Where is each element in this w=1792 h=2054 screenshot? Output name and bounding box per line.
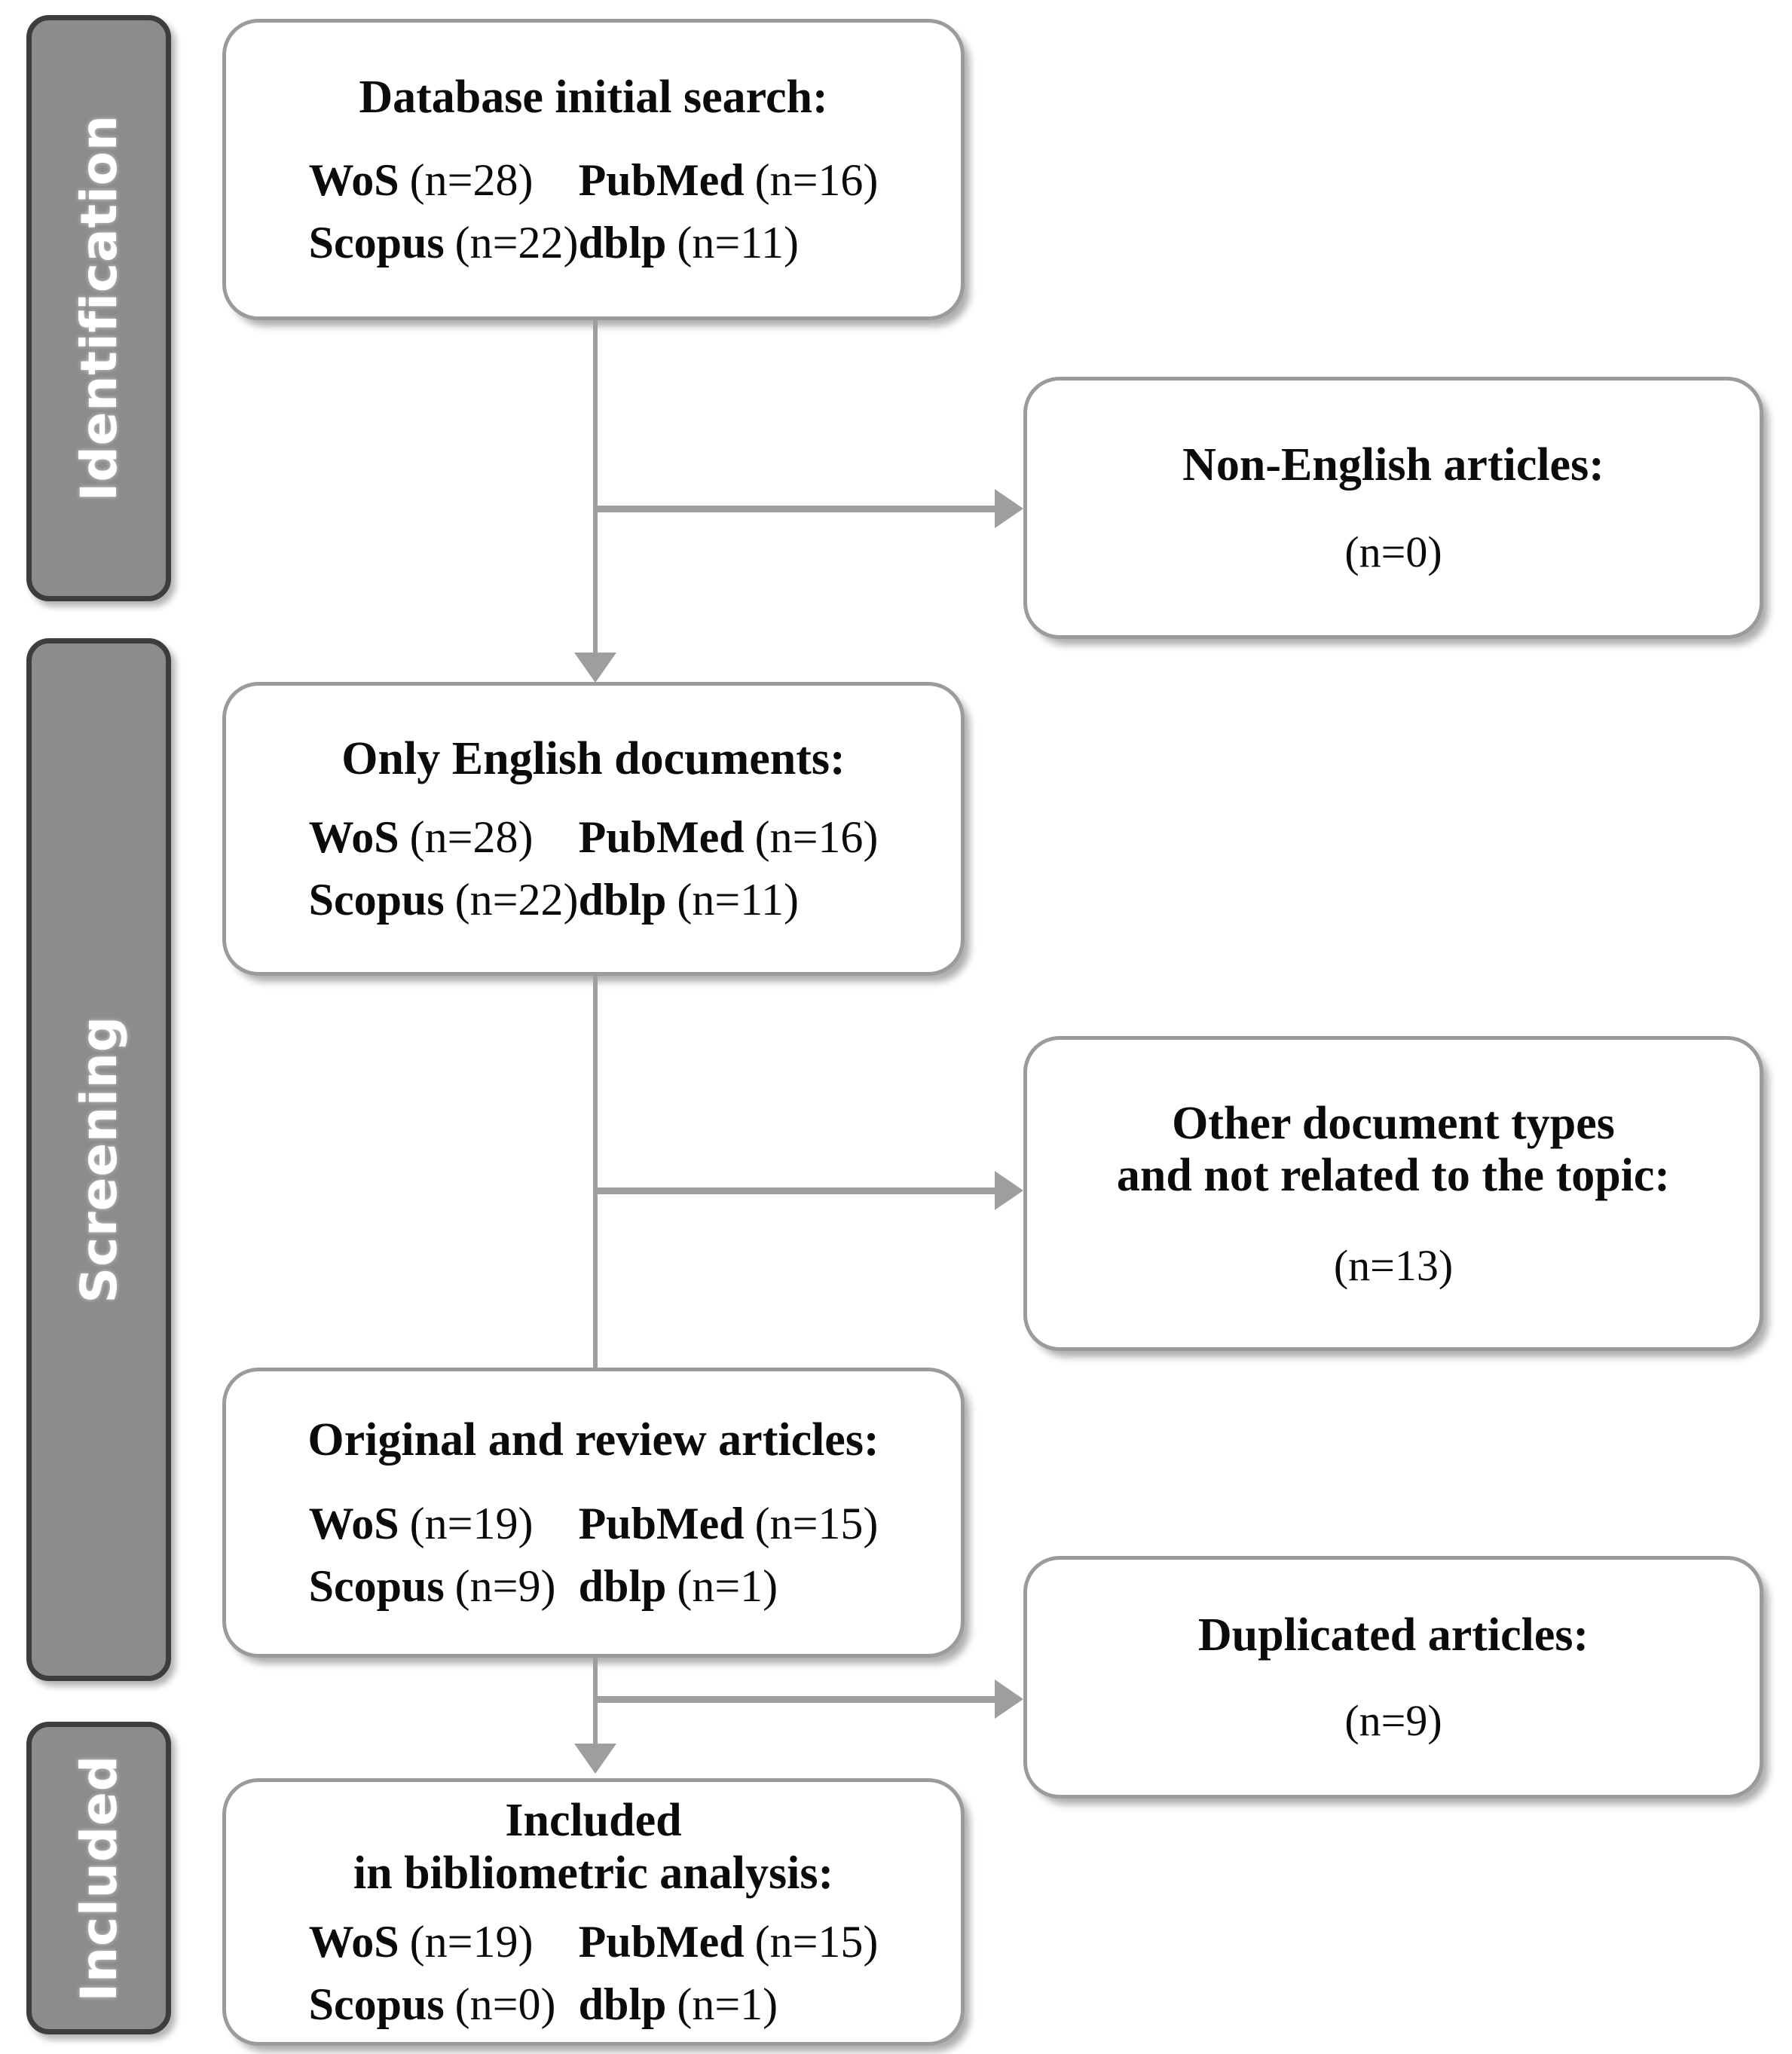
source-counts-grid: WoS (n=28) PubMed (n=16) Scopus (n=22) d… (309, 156, 879, 267)
source-name: dblp (578, 1979, 667, 2029)
source-counts-grid: WoS (n=28) PubMed (n=16) Scopus (n=22) d… (309, 813, 879, 925)
source-name: Scopus (308, 217, 445, 267)
source-scopus: Scopus (n=0) (309, 1980, 558, 2029)
box-original-and-review-articles: Original and review articles: WoS (n=19)… (222, 1368, 965, 1658)
source-name: PubMed (578, 1917, 745, 1967)
source-wos: WoS (n=28) (309, 813, 558, 862)
source-wos: WoS (n=19) (309, 1499, 558, 1548)
box-only-english-documents: Only English documents: WoS (n=28) PubMe… (222, 682, 965, 976)
box-count: (n=13) (1333, 1240, 1454, 1290)
source-count: (n=1) (677, 1561, 778, 1612)
source-name: PubMed (578, 154, 745, 205)
box-title-line-1: Included (505, 1795, 682, 1847)
source-name: WoS (308, 1917, 399, 1967)
connector-line-to-non-english (598, 506, 997, 512)
box-title: Database initial search: (359, 72, 828, 124)
box-database-initial-search: Database initial search: WoS (n=28) PubM… (222, 19, 965, 320)
box-title-line-2: in bibliometric analysis: (353, 1847, 834, 1899)
connector-line-initial-to-english (593, 320, 598, 656)
source-name: dblp (578, 217, 667, 267)
arrow-down-icon (574, 1744, 616, 1774)
box-title: Duplicated articles: (1197, 1609, 1589, 1661)
source-dblp: dblp (n=11) (578, 217, 879, 267)
stage-bar-identification: Identification (26, 15, 171, 601)
source-count: (n=9) (454, 1561, 556, 1612)
source-name: Scopus (308, 874, 445, 925)
source-count: (n=15) (754, 1917, 879, 1967)
box-other-document-types: Other document types and not related to … (1023, 1036, 1763, 1351)
connector-line-original-to-included (593, 1658, 598, 1747)
box-title: Included in bibliometric analysis: (353, 1795, 833, 1900)
box-title: Only English documents: (341, 733, 846, 785)
arrow-right-icon (995, 1171, 1023, 1210)
source-count: (n=22) (454, 874, 579, 925)
box-title: Other document types and not related to … (1117, 1098, 1670, 1203)
stage-label-included: Included (69, 1754, 128, 2002)
source-name: WoS (308, 812, 399, 862)
source-count: (n=11) (677, 217, 799, 267)
stage-label-screening: Screening (69, 1016, 128, 1304)
source-pubmed: PubMed (n=16) (579, 156, 879, 205)
box-title-line-1: Other document types (1172, 1097, 1615, 1149)
source-count: (n=28) (409, 812, 534, 862)
source-count: (n=22) (454, 217, 579, 267)
source-count: (n=19) (409, 1917, 534, 1967)
source-pubmed: PubMed (n=15) (579, 1499, 879, 1548)
source-name: PubMed (578, 812, 745, 862)
source-name: PubMed (578, 1499, 745, 1549)
source-dblp: dblp (n=1) (579, 1562, 879, 1611)
source-wos: WoS (n=19) (309, 1918, 558, 1967)
source-name: WoS (308, 1499, 399, 1549)
box-count: (n=9) (1344, 1695, 1442, 1745)
source-count: (n=28) (409, 154, 534, 205)
source-dblp: dblp (n=1) (579, 1980, 879, 2029)
source-counts-grid: WoS (n=19) PubMed (n=15) Scopus (n=0) db… (309, 1918, 879, 2029)
arrow-right-icon (995, 1680, 1023, 1719)
source-scopus: Scopus (n=9) (309, 1562, 558, 1611)
source-name: Scopus (308, 1979, 445, 2029)
arrow-right-icon (995, 489, 1023, 528)
source-scopus: Scopus (n=22) (308, 874, 579, 925)
connector-line-english-to-original (593, 976, 598, 1369)
stage-bar-screening: Screening (26, 638, 171, 1681)
source-name: WoS (308, 154, 399, 205)
source-count: (n=1) (677, 1979, 778, 2029)
box-count: (n=0) (1344, 527, 1442, 576)
stage-bar-included: Included (26, 1722, 171, 2034)
box-title-line-2: and not related to the topic: (1116, 1150, 1671, 1202)
source-count: (n=16) (754, 812, 879, 862)
source-wos: WoS (n=28) (309, 156, 558, 205)
arrow-down-icon (574, 653, 616, 683)
source-name: dblp (578, 1561, 667, 1612)
connector-line-to-other-types (598, 1187, 997, 1194)
source-counts-grid: WoS (n=19) PubMed (n=15) Scopus (n=9) db… (309, 1499, 879, 1611)
source-count: (n=11) (677, 874, 799, 925)
box-non-english-articles: Non-English articles: (n=0) (1023, 377, 1763, 639)
source-dblp: dblp (n=11) (578, 874, 879, 925)
connector-line-to-duplicated (598, 1696, 997, 1703)
source-count: (n=16) (754, 154, 879, 205)
source-count: (n=0) (454, 1979, 556, 2029)
source-pubmed: PubMed (n=15) (579, 1918, 879, 1967)
source-count: (n=19) (409, 1499, 534, 1549)
stage-label-identification: Identification (69, 115, 128, 502)
box-duplicated-articles: Duplicated articles: (n=9) (1023, 1556, 1763, 1799)
box-title: Original and review articles: (307, 1414, 879, 1466)
source-count: (n=15) (754, 1499, 879, 1549)
source-scopus: Scopus (n=22) (308, 217, 579, 267)
source-name: Scopus (308, 1561, 445, 1612)
box-title: Non-English articles: (1182, 439, 1604, 491)
source-pubmed: PubMed (n=16) (579, 813, 879, 862)
source-name: dblp (578, 874, 667, 925)
box-included-in-bibliometric-analysis: Included in bibliometric analysis: WoS (… (222, 1778, 965, 2046)
